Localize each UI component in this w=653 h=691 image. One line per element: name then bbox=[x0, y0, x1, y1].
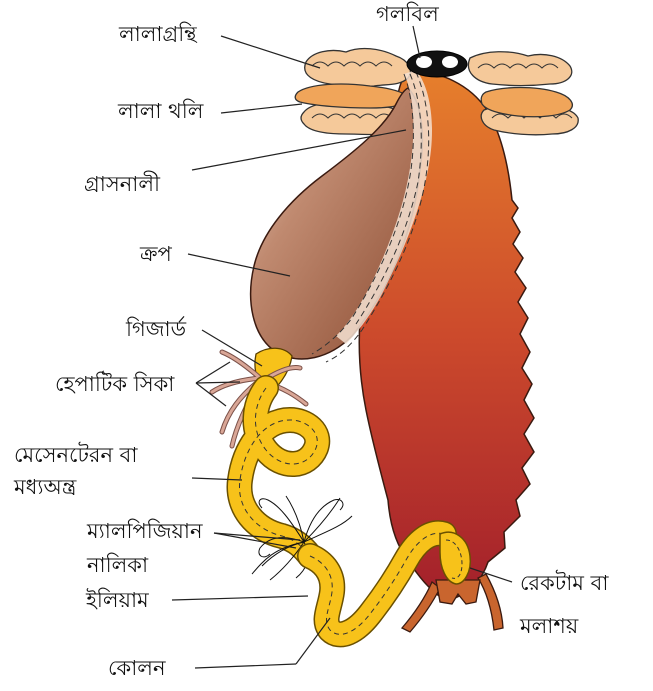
label-colon: কোলন bbox=[108, 656, 165, 680]
label-pharynx: গলবিল bbox=[376, 2, 439, 26]
label-crop: ক্রপ bbox=[140, 242, 172, 266]
label-malpighian-line2: নালিকা bbox=[87, 553, 148, 577]
anal-cerci-right bbox=[478, 574, 503, 630]
pharynx bbox=[407, 51, 467, 77]
label-rectum-line1: রেকটাম বা bbox=[520, 571, 608, 595]
label-rectum-line2: মলাশয় bbox=[520, 614, 578, 638]
label-gizzard: গিজার্ড bbox=[126, 317, 186, 341]
salivary-reservoir-left bbox=[295, 84, 410, 108]
label-hepatic-caeca: হেপাটিক সিকা bbox=[55, 372, 174, 396]
anal-cerci-left bbox=[402, 582, 440, 632]
label-mesenteron-line1: মেসেনটেরন বা bbox=[14, 443, 137, 467]
label-salivary-gland: লালাগ্রন্থি bbox=[119, 22, 197, 46]
label-oesophagus: গ্রাসনালী bbox=[84, 172, 160, 196]
label-salivary-reservoir: লালা থলি bbox=[118, 99, 203, 123]
label-ileum: ইলিয়াম bbox=[86, 588, 149, 612]
label-malpighian-line1: ম্যালপিজিয়ান bbox=[87, 519, 203, 543]
label-mesenteron-line2: মধ্যঅন্ত্র bbox=[14, 475, 76, 499]
